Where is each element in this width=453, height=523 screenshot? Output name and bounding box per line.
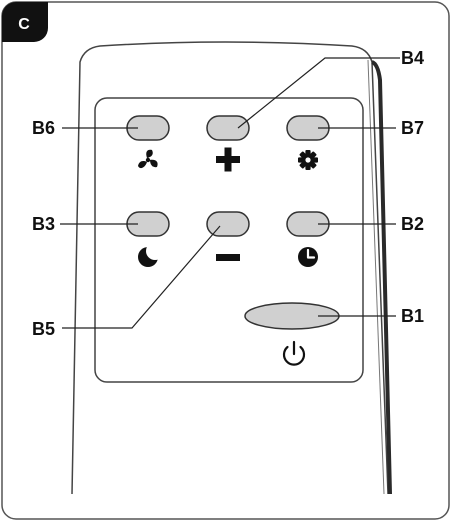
callout-b1: B1 (401, 306, 424, 326)
moon-icon (138, 242, 164, 267)
power-icon (282, 340, 306, 366)
figure-letter: C (18, 16, 30, 33)
callout-b6: B6 (32, 118, 55, 138)
clock-icon (298, 247, 318, 267)
callout-b2: B2 (401, 214, 424, 234)
leader-lines (60, 57, 400, 329)
leader-b5 (62, 225, 221, 329)
remote-side-line (367, 59, 385, 495)
leader-b4 (237, 57, 400, 129)
plus-icon (216, 147, 240, 172)
callout-b3: B3 (32, 214, 55, 234)
minus-button[interactable] (206, 211, 250, 237)
remote-side-edge (371, 60, 392, 495)
callout-b5: B5 (32, 319, 55, 339)
gear-icon (298, 150, 318, 170)
fan-icon (138, 149, 158, 169)
plus-button[interactable] (206, 115, 250, 141)
callout-b7: B7 (401, 118, 424, 138)
minus-icon (216, 254, 240, 261)
callout-b4: B4 (401, 48, 424, 68)
figure-badge: C (2, 2, 48, 42)
